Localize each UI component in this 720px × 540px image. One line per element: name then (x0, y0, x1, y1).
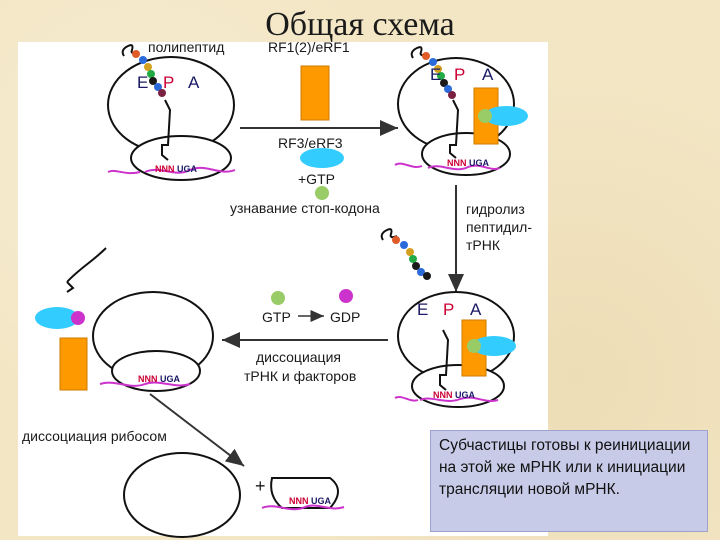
amino-acid (440, 79, 448, 87)
rf1-label: RF1(2)/eRF1 (268, 39, 350, 55)
site-e-label: E (137, 73, 148, 92)
amino-acid (132, 50, 140, 58)
rf1-factor (300, 65, 330, 121)
mrna-strand (427, 164, 501, 171)
rf3-factor (300, 148, 344, 168)
site-p-label: P (443, 300, 454, 319)
amino-acid (444, 85, 452, 93)
amino-acid (429, 58, 437, 66)
codon-nnn: NNN (155, 164, 175, 174)
ribosome-dissociation-label: диссоциация рибосом (22, 428, 167, 444)
gdp-molecule (339, 289, 353, 303)
free-large-subunit (123, 452, 241, 538)
summary-note: Субчастицы готовы к реинициации на этой … (430, 430, 708, 532)
mrna-strand (99, 381, 191, 387)
amino-acid (147, 70, 155, 78)
step-arrow-4 (149, 393, 245, 467)
codon-nnn: NNN (289, 496, 309, 506)
free-small-subunit: NNN UGA (261, 477, 345, 511)
codon-nnn: NNN (433, 390, 453, 400)
mrna-strand (419, 396, 499, 402)
rf3-factor (472, 336, 516, 356)
slide-title: Общая схема (265, 6, 455, 43)
ribosome-3: E P A NNN UGA (394, 291, 516, 408)
gtp-molecule (271, 291, 285, 305)
p-site-trna (161, 99, 172, 161)
amino-acid (437, 72, 445, 80)
ribosome-4: NNN UGA (35, 247, 214, 392)
codon-stop: UGA (177, 164, 198, 174)
amino-acid (144, 63, 152, 71)
gdp-label: GDP (330, 309, 360, 325)
amino-acid (417, 268, 425, 276)
ribosome-1: E P A NNN UGA (107, 44, 236, 181)
gtp-molecule (478, 109, 492, 123)
rf3-factor (35, 307, 79, 329)
codon-nnn: NNN (447, 158, 467, 168)
gtp-molecule (467, 339, 481, 353)
amino-acid (409, 255, 417, 263)
hydrolysis-label-3: тРНК (466, 237, 501, 253)
amino-acid (422, 52, 430, 60)
codon-stop: UGA (455, 390, 476, 400)
stop-recognition-label: узнавание стоп-кодона (230, 200, 380, 216)
p-site-trna (449, 99, 460, 159)
released-polypeptide (380, 228, 431, 280)
mrna-strand (144, 166, 236, 174)
codon-stop: UGA (311, 496, 332, 506)
ribosome-2: E P A NNN UGA (394, 46, 528, 176)
amino-acid (423, 272, 431, 280)
gtp-molecule (315, 186, 329, 200)
gtp-add-label: +GTP (298, 171, 335, 187)
rf3-factor (484, 106, 528, 126)
amino-acid (448, 91, 456, 99)
codon-stop: UGA (160, 374, 181, 384)
codon-nnn: NNN (138, 374, 158, 384)
amino-acid (400, 241, 408, 249)
rf1-factor (59, 337, 88, 391)
site-a-label: A (482, 65, 494, 84)
codon-stop: UGA (469, 158, 490, 168)
amino-acid (406, 248, 414, 256)
amino-acid (149, 77, 157, 85)
hydrolysis-label-2: пептидил- (466, 219, 532, 235)
site-p-label: P (454, 65, 465, 84)
released-trna (66, 247, 107, 283)
site-p-label: P (163, 73, 174, 92)
amino-acid (154, 83, 162, 91)
amino-acid (412, 262, 420, 270)
small-subunit (111, 350, 201, 392)
hydrolysis-label-1: гидролиз (466, 201, 525, 217)
plus-sign: + (255, 476, 266, 496)
amino-acid (434, 65, 442, 73)
site-a-label: A (470, 300, 482, 319)
dissociation-label-2: тРНК и факторов (244, 368, 356, 384)
dissociation-label-1: диссоциация (256, 349, 341, 365)
peptide-end (410, 46, 428, 59)
mrna-strand (394, 396, 419, 402)
mrna-strand (107, 169, 141, 175)
amino-acid (139, 56, 147, 64)
site-e-label: E (417, 300, 428, 319)
site-e-label: E (430, 65, 441, 84)
mrna-strand (394, 162, 423, 168)
p-site-trna (439, 329, 450, 391)
gtp-label: GTP (262, 309, 291, 325)
polypeptide-label: полипептид (148, 39, 224, 55)
amino-acid (392, 236, 400, 244)
mrna-strand (261, 504, 345, 511)
gdp-molecule (71, 311, 85, 325)
amino-acid (158, 89, 166, 97)
site-a-label: A (188, 73, 200, 92)
rf3-label: RF3/eRF3 (278, 135, 343, 151)
